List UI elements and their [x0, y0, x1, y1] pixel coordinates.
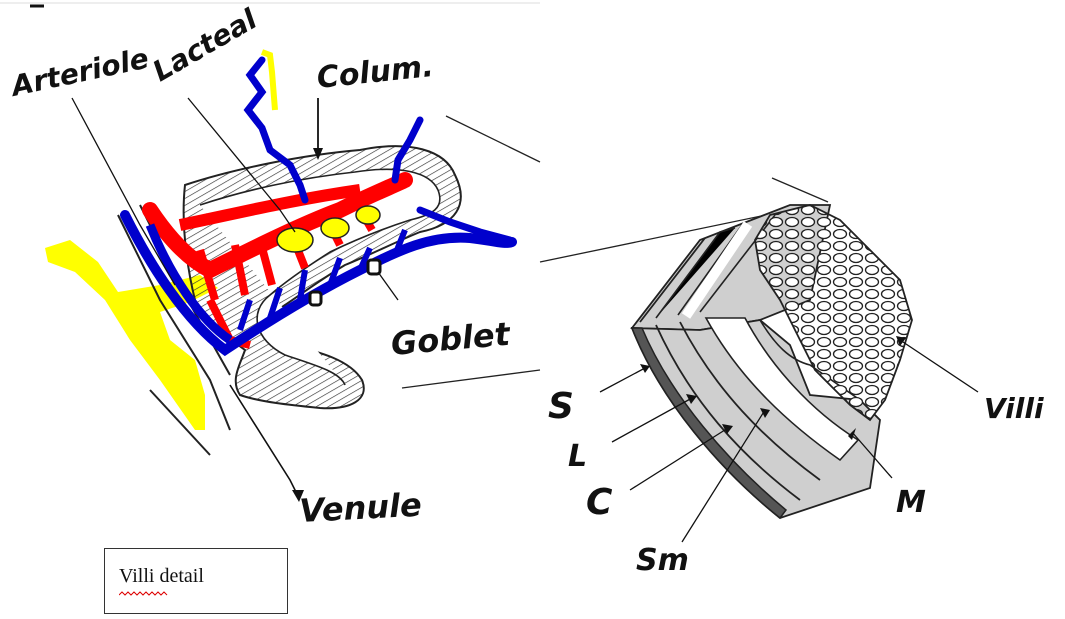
goblet-cell: [310, 292, 321, 305]
label-lacteal: Lacteal: [147, 2, 263, 88]
label-s: S: [548, 386, 574, 427]
label-goblet: Goblet: [389, 315, 513, 363]
label-colum: Colum.: [315, 49, 435, 96]
caption-text: Villi detail: [119, 565, 204, 588]
caption-box: Villi detail: [104, 548, 288, 614]
label-villi: Villi: [984, 392, 1044, 425]
label-sm: Sm: [636, 543, 689, 578]
label-m: M: [896, 485, 926, 520]
villus-detail: [45, 52, 512, 502]
label-venule: Venule: [298, 486, 422, 530]
label-c: C: [586, 482, 613, 523]
spellcheck-underline: [119, 591, 179, 597]
label-l: L: [568, 439, 587, 474]
label-arteriole: Arteriole: [7, 42, 152, 104]
